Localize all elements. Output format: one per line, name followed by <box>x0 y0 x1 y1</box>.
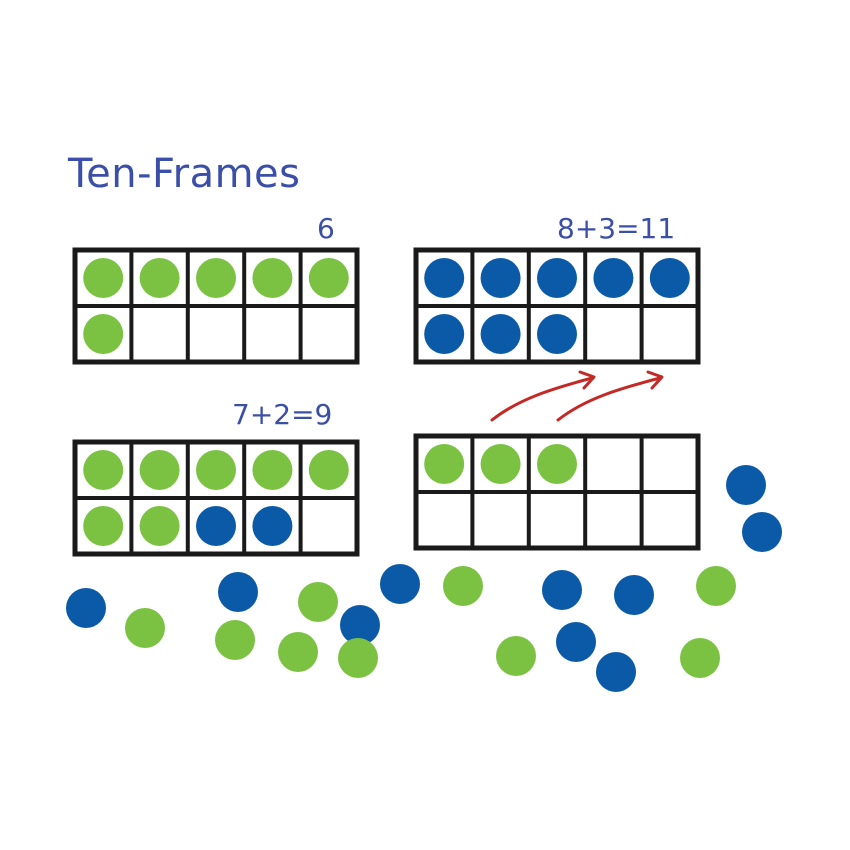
frame-7-plus-2-label: 7+2=9 <box>232 398 332 431</box>
loose-blue-counter[interactable] <box>726 465 766 505</box>
blue-counter[interactable] <box>593 258 634 298</box>
arrows-group <box>490 370 664 422</box>
loose-green-counter[interactable] <box>215 620 255 660</box>
loose-blue-counter[interactable] <box>542 570 582 610</box>
blue-counter[interactable] <box>537 258 577 298</box>
green-counter[interactable] <box>83 450 124 490</box>
page-title: Ten-Frames <box>67 151 301 197</box>
green-counter[interactable] <box>196 450 236 490</box>
loose-counters <box>66 465 782 692</box>
loose-green-counter[interactable] <box>496 636 536 676</box>
blue-counter[interactable] <box>537 314 577 354</box>
loose-blue-counter[interactable] <box>742 512 782 552</box>
green-counter[interactable] <box>139 506 180 546</box>
loose-green-counter[interactable] <box>278 632 318 672</box>
blue-counter[interactable] <box>196 506 236 546</box>
ten-frame-6 <box>72 247 360 365</box>
green-counter[interactable] <box>139 450 180 490</box>
ten-frame-8-plus-3 <box>413 247 701 365</box>
loose-blue-counter[interactable] <box>66 588 106 628</box>
arrowhead-icon <box>646 370 664 390</box>
loose-blue-counter[interactable] <box>380 564 420 604</box>
green-counter[interactable] <box>139 258 180 298</box>
green-counter[interactable] <box>424 444 465 484</box>
green-counter[interactable] <box>83 258 124 298</box>
curved-arrow-icon <box>490 376 594 422</box>
ten-frame-7-plus-2 <box>72 439 360 557</box>
frame-6-label: 6 <box>317 212 335 245</box>
green-counter[interactable] <box>252 450 293 490</box>
green-counter[interactable] <box>252 258 293 298</box>
curved-arrow-icon <box>556 376 662 422</box>
green-counter[interactable] <box>83 314 124 354</box>
green-counter[interactable] <box>196 258 236 298</box>
loose-blue-counter[interactable] <box>596 652 636 692</box>
green-counter[interactable] <box>537 444 577 484</box>
blue-counter[interactable] <box>649 258 690 298</box>
green-counter[interactable] <box>480 444 521 484</box>
loose-green-counter[interactable] <box>443 566 483 606</box>
loose-green-counter[interactable] <box>125 608 165 648</box>
loose-green-counter[interactable] <box>680 638 720 678</box>
loose-blue-counter[interactable] <box>556 622 596 662</box>
blue-counter[interactable] <box>252 506 293 546</box>
green-counter[interactable] <box>83 506 124 546</box>
loose-blue-counter[interactable] <box>614 575 654 615</box>
loose-blue-counter[interactable] <box>218 572 258 612</box>
loose-green-counter[interactable] <box>338 638 378 678</box>
blue-counter[interactable] <box>424 258 465 298</box>
loose-green-counter[interactable] <box>298 582 338 622</box>
arrowhead-icon <box>578 370 596 390</box>
blue-counter[interactable] <box>480 314 521 354</box>
ten-frame-3 <box>413 433 701 551</box>
blue-counter[interactable] <box>424 314 465 354</box>
green-counter[interactable] <box>308 450 349 490</box>
green-counter[interactable] <box>308 258 349 298</box>
blue-counter[interactable] <box>480 258 521 298</box>
loose-green-counter[interactable] <box>696 566 736 606</box>
loose-blue-counter[interactable] <box>340 605 380 645</box>
frame-8-plus-3-label: 8+3=11 <box>557 212 675 245</box>
